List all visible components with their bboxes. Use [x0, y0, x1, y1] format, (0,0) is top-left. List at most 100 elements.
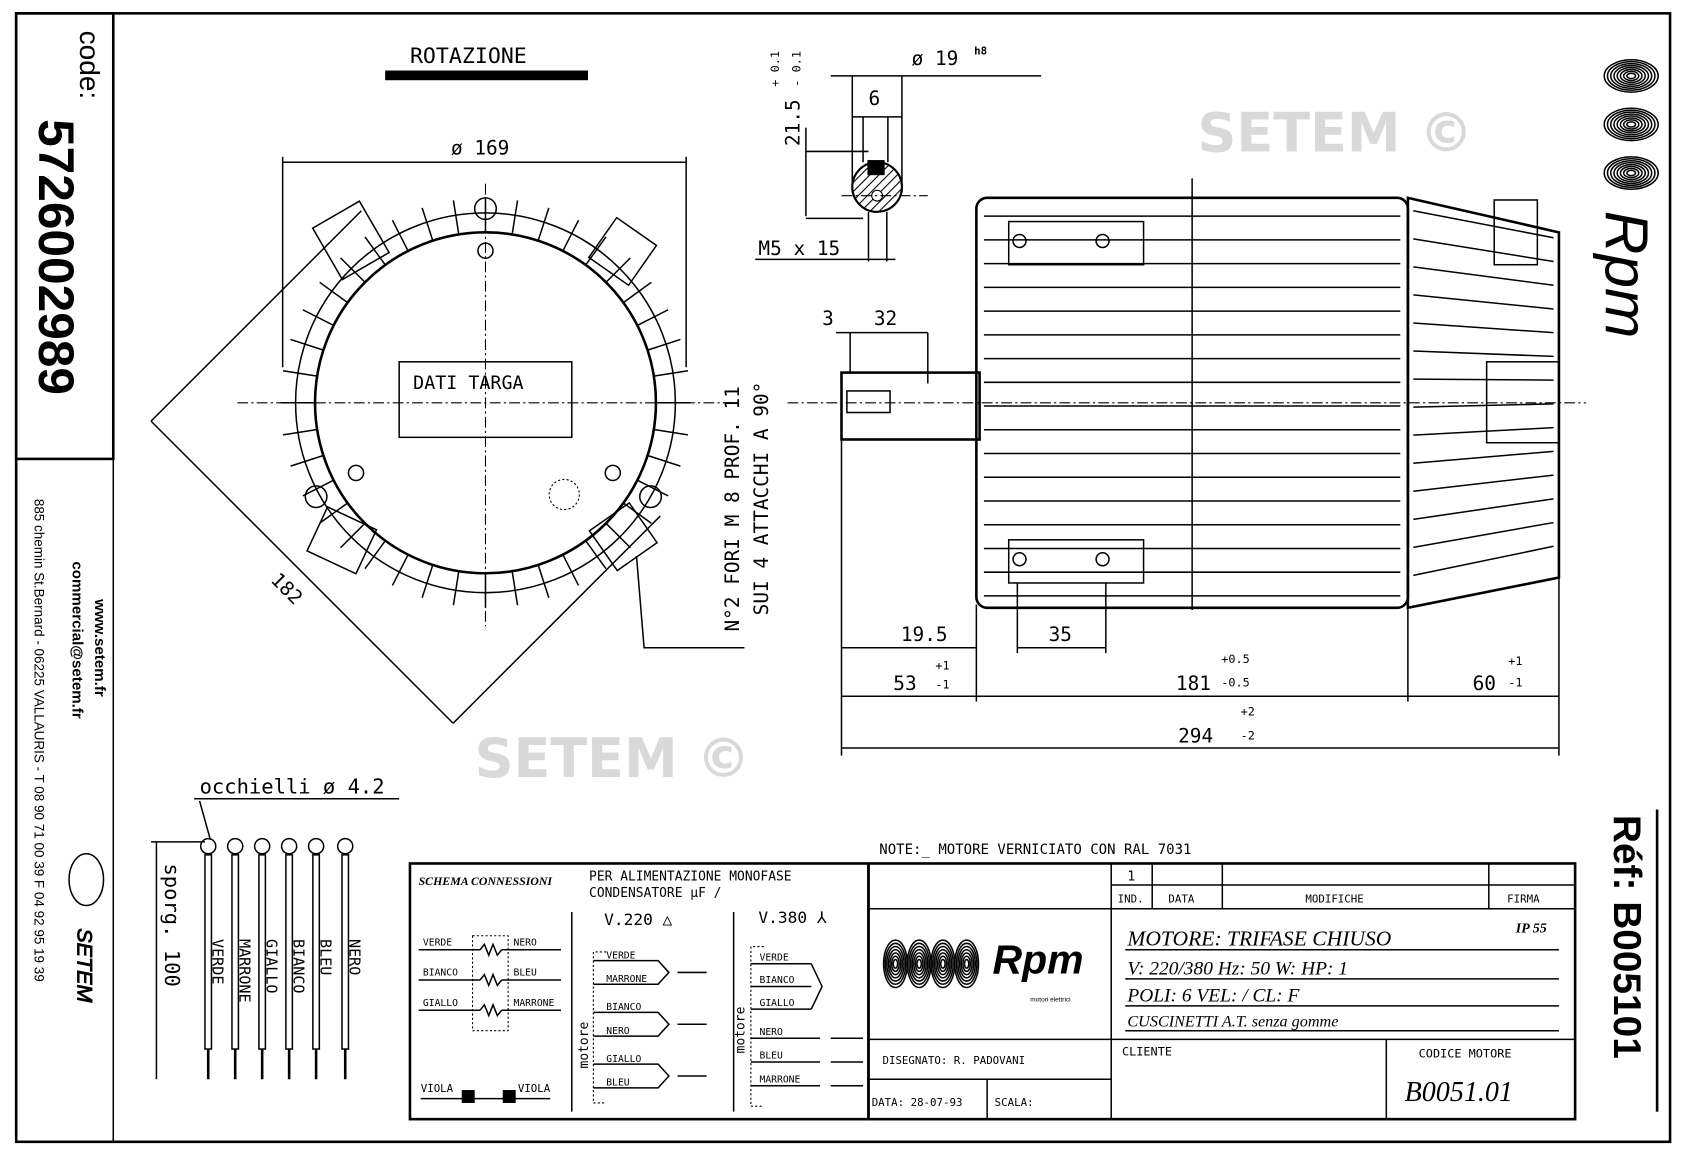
cover-fin [1413, 426, 1554, 436]
code-value: 5726002989 [28, 119, 84, 395]
key-depth-tol-minus: - 0.1 [790, 51, 804, 87]
title-block: 1 IND. DATA MODIFICHE FIRMA Rpm motori e… [867, 862, 1577, 1121]
single-phase-line-2: CONDENSATORE µF / [589, 886, 721, 901]
foot-hole [1095, 233, 1110, 249]
email-text[interactable]: commercial@setem.fr [68, 561, 85, 718]
star-wire-label: MARRONE [760, 1074, 801, 1085]
mount-hole [477, 242, 494, 259]
delta-wire-label: BLEU [606, 1078, 629, 1089]
wire-label: NERO [346, 939, 364, 975]
reference-number: Réf: B005101 [1605, 815, 1648, 1059]
star-point [810, 963, 823, 1010]
delta-wire-label: VERDE [606, 950, 635, 961]
coil-icon [1622, 119, 1640, 130]
cover-fin [1413, 450, 1554, 464]
motor-type: MOTORE: TRIFASE CHIUSO [1126, 926, 1391, 950]
electrical-spec: V: 220/380 Hz: 50 W: HP: 1 [1127, 959, 1348, 980]
mount-hole [473, 197, 498, 221]
cooling-fin [340, 522, 366, 549]
code-box [14, 12, 115, 461]
coil-icon [1626, 72, 1637, 80]
dim-53-tol-minus: -1 [935, 678, 949, 692]
key-depth-tol-plus: + 0.1 [768, 51, 782, 87]
cover-fin [1413, 545, 1554, 577]
cooling-fin [421, 564, 434, 598]
cooling-fin [302, 479, 334, 497]
cooling-fin [290, 454, 324, 467]
coil-icon [1613, 161, 1650, 185]
cooling-fin [319, 281, 349, 304]
cooling-fin [319, 502, 349, 524]
coil-icon [1626, 169, 1637, 177]
extension-line [452, 515, 661, 724]
delta-wire-label: MARRONE [606, 974, 647, 985]
website-text[interactable]: www.setem.fr [91, 598, 108, 697]
winding-box [471, 935, 509, 1032]
dim-60-tol-minus: -1 [1508, 676, 1522, 690]
coil-icon [1603, 107, 1659, 142]
coil-icon [939, 958, 946, 969]
cooling-fin [647, 454, 681, 467]
rpm-logo-coils [1603, 58, 1659, 190]
star-wire-label: BIANCO [760, 975, 795, 986]
cooling-fin [537, 207, 550, 241]
cover-fin [1413, 521, 1554, 549]
coil-icon [889, 952, 902, 976]
coil-icon [938, 955, 948, 973]
cooling-fin [421, 207, 434, 241]
cooling-fin [562, 554, 580, 586]
winding-icon [479, 942, 503, 958]
winding-right-label: BLEU [514, 968, 537, 979]
cooling-fin [452, 200, 460, 235]
watermark-2: SETEM © [1198, 101, 1474, 164]
dim-35: 35 [1049, 623, 1072, 646]
shaft-diameter: ø 19 [912, 47, 959, 70]
key-width: 6 [868, 87, 880, 110]
coil-icon [963, 958, 970, 969]
coil-icon [1613, 64, 1650, 88]
motor-bracket [592, 951, 607, 1104]
star-label: V.380 ⅄ [758, 908, 826, 927]
keyway [867, 160, 885, 176]
cooling-fin [364, 540, 386, 570]
star-wire-label: VERDE [760, 953, 789, 964]
coil-icon [1613, 113, 1650, 136]
cover-fin [1413, 294, 1554, 310]
coil-icon [1616, 163, 1646, 183]
coil-icon [1606, 109, 1656, 140]
mount-hole [347, 464, 365, 482]
coil-icon [958, 949, 975, 979]
dim-19-5: 19.5 [901, 623, 948, 646]
thread-spec: M5 x 15 [758, 237, 840, 260]
cooling-fin [340, 257, 366, 283]
coil-icon [911, 949, 927, 979]
cooling-fin [290, 338, 324, 351]
eyelet-icon [253, 837, 271, 855]
col-data: DATA [1168, 892, 1194, 905]
coil-icon [954, 939, 980, 989]
cooling-fin [391, 554, 409, 586]
cooling-fin [391, 219, 409, 252]
cooling-fin [562, 219, 580, 252]
cover-fin [1413, 474, 1554, 493]
cover-fin [1413, 238, 1554, 263]
side-view: 19.5 35 53 +1 -1 181 +0.5 -0.5 60 +1 -1 … [787, 178, 1586, 756]
cooling-fin [511, 200, 519, 235]
coil-icon [1606, 158, 1656, 189]
left-strip: code: 5726002989 www.setem.fr commercial… [14, 12, 115, 1142]
coil-icon [1619, 117, 1643, 132]
terminal-gland [1493, 199, 1539, 266]
delta-junction [593, 959, 670, 986]
cover-fin [1413, 266, 1554, 286]
address-text: 885 chemin St.Bernard - 06225 VALLAURIS … [32, 499, 47, 982]
coil-icon [1603, 156, 1659, 190]
mount-hole [604, 464, 622, 482]
delta-junction [593, 1063, 670, 1089]
terminal-lug [306, 505, 378, 575]
winding-left-label: VERDE [423, 937, 452, 948]
cover-fin [1413, 350, 1554, 358]
coil-icon [887, 949, 904, 979]
shaft-tolerance: h8 [974, 44, 987, 57]
